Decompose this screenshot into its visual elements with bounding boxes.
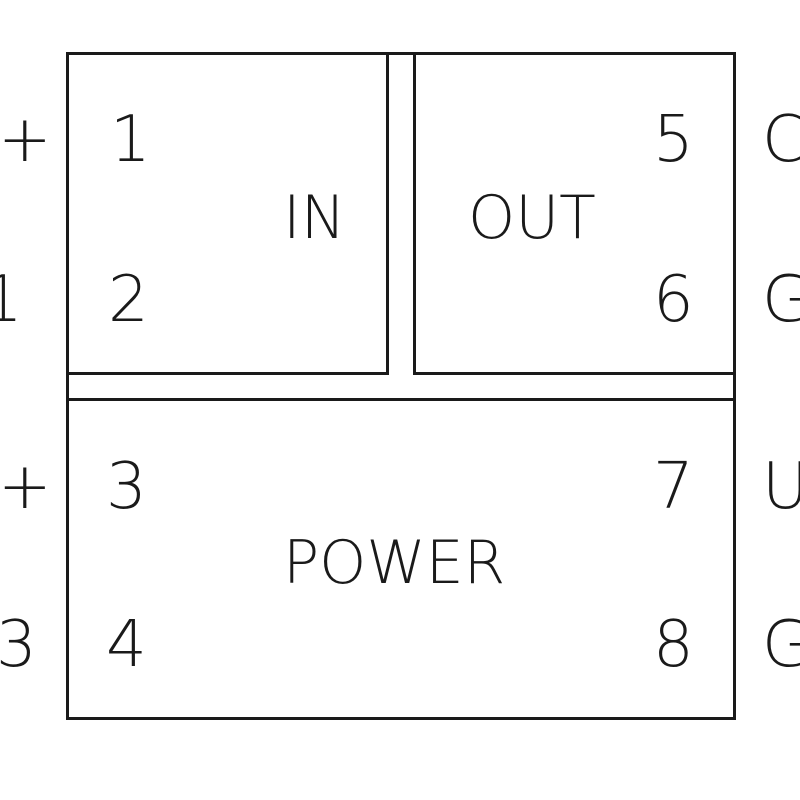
out-block-label: OUT [468, 183, 596, 253]
right-label-4: G [762, 608, 800, 682]
in-block-label: IN [283, 183, 346, 253]
in-block [66, 52, 389, 375]
pin-6: 6 [653, 263, 694, 337]
left-label-2: 1 [0, 263, 23, 337]
pin-1: 1 [110, 103, 151, 177]
right-label-3: U [762, 450, 800, 524]
pin-8: 8 [653, 608, 694, 682]
pin-5: 5 [653, 103, 694, 177]
right-label-1: C [762, 103, 800, 177]
power-block [66, 398, 736, 720]
left-label-3: + [0, 450, 52, 524]
left-label-1: + [0, 103, 52, 177]
out-block [413, 52, 736, 375]
pin-7: 7 [653, 450, 694, 524]
right-label-2: G [762, 263, 800, 337]
pin-3: 3 [106, 450, 147, 524]
left-label-4: 3 [0, 608, 37, 682]
power-block-label: POWER [283, 528, 506, 598]
pin-2: 2 [108, 263, 149, 337]
pin-4: 4 [106, 608, 147, 682]
